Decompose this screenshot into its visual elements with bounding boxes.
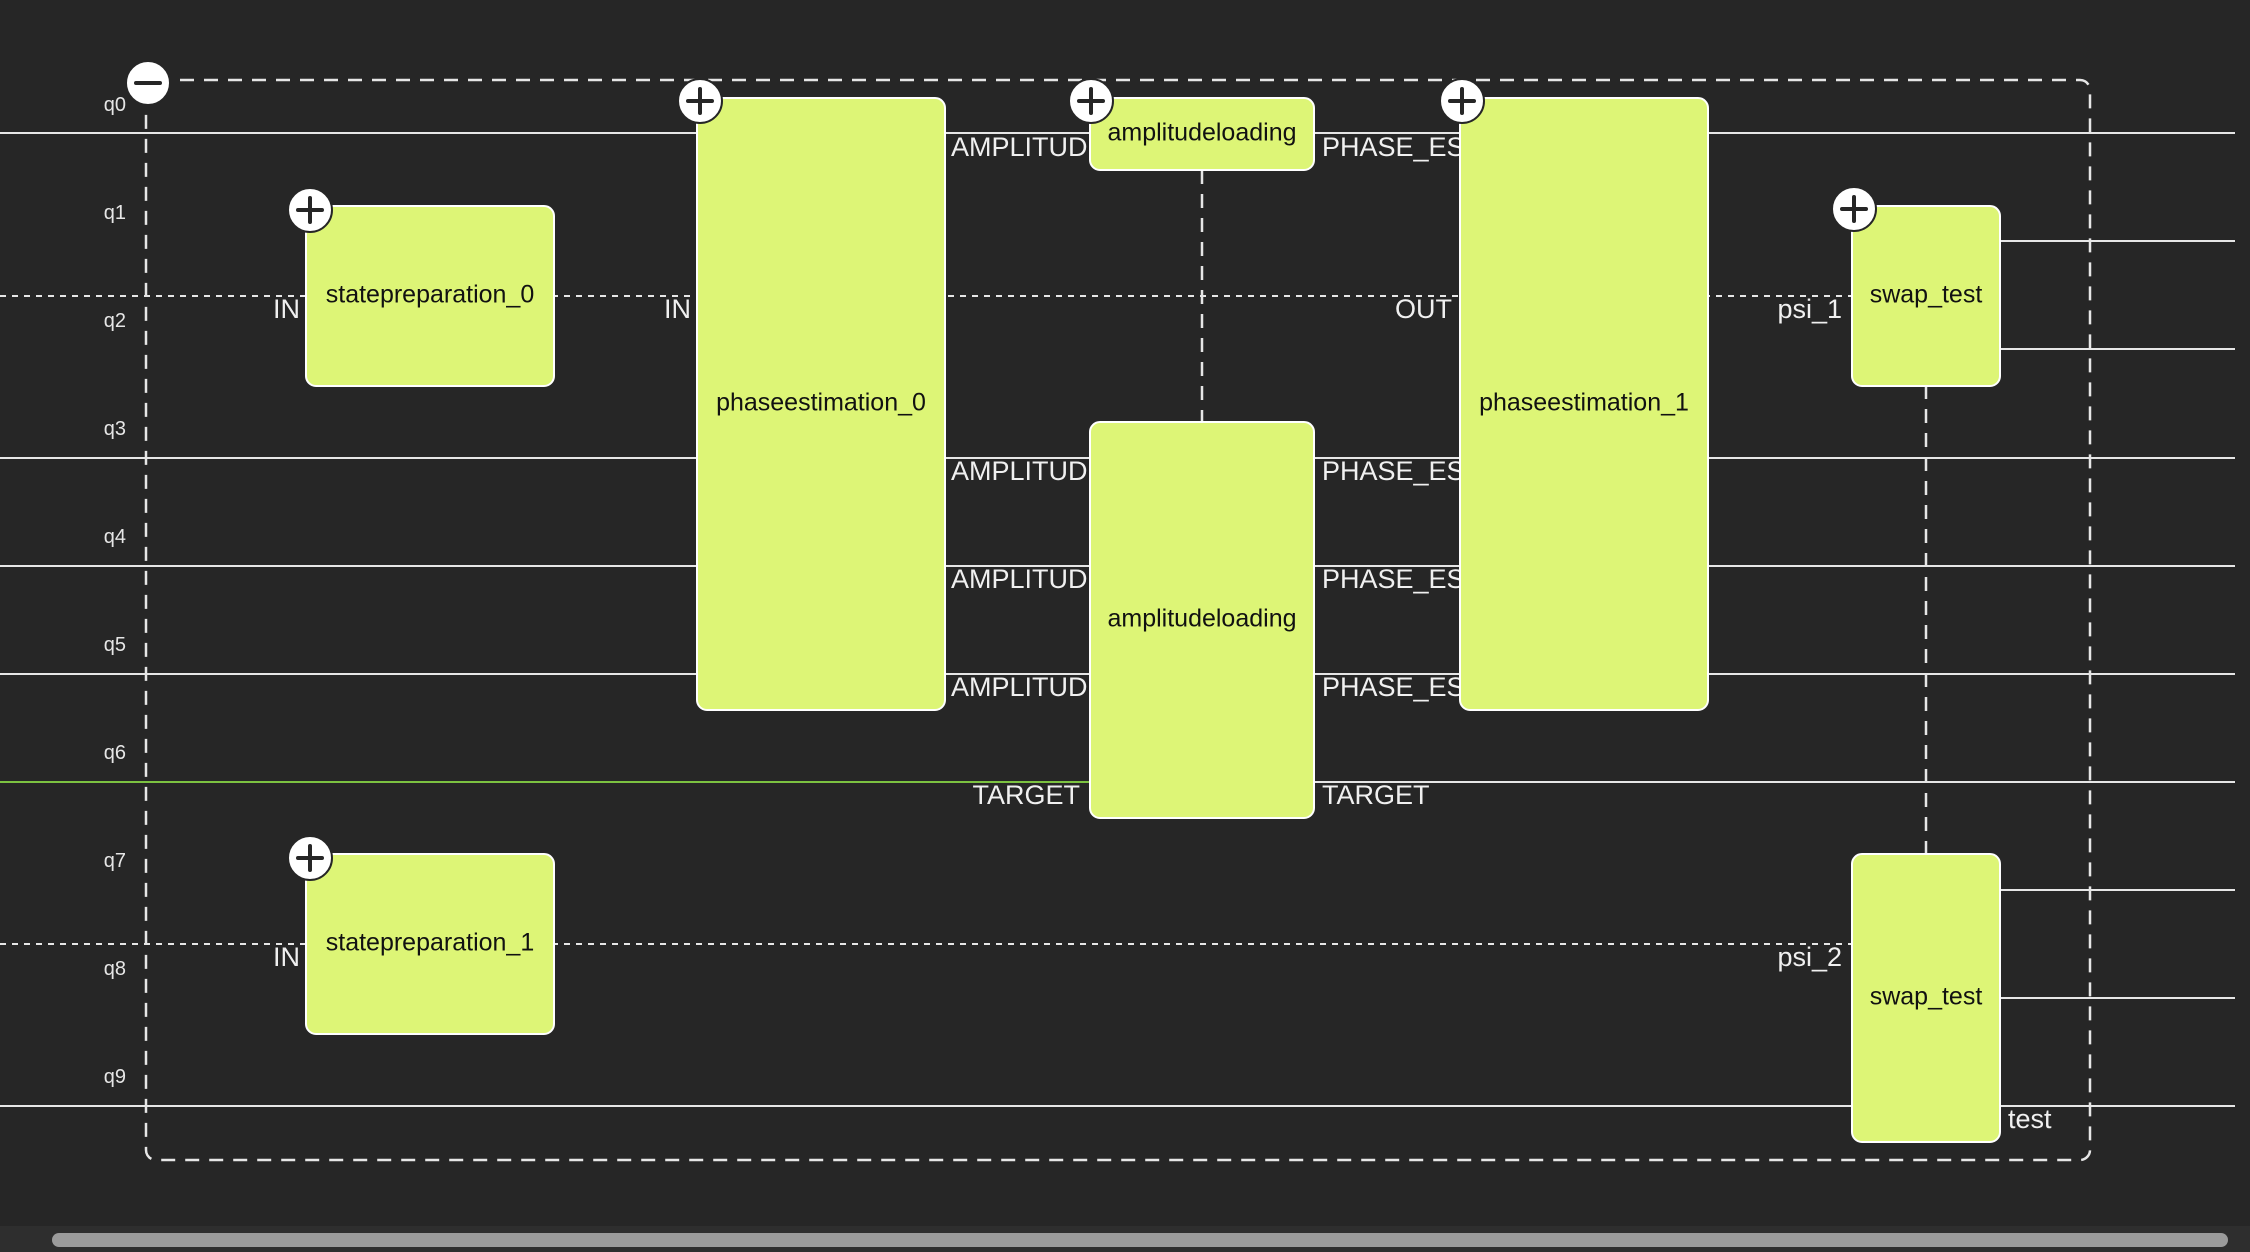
- gate-amplitudeloading-top[interactable]: amplitudeloading: [1089, 97, 1315, 171]
- group-frame: [144, 78, 2092, 1162]
- port-label-sp0-in: IN: [273, 294, 300, 324]
- qubit-labels: q0 q1 q2 q3 q4 q5 q6 q7 q8 q9: [104, 94, 126, 1088]
- qubit-label-q8: q8: [104, 958, 126, 980]
- collapse-group-button[interactable]: [125, 60, 171, 106]
- port-label-amplitude-1: AMPLITUDE: [951, 456, 1106, 486]
- horizontal-scrollbar[interactable]: [0, 1226, 2250, 1252]
- port-label-psi-2: psi_2: [1777, 942, 1842, 972]
- port-label-pe0-in: IN: [664, 294, 691, 324]
- port-label-phase-est-2: PHASE_EST: [1322, 564, 1481, 594]
- qubit-label-q5: q5: [104, 634, 126, 656]
- port-label-test: test: [2008, 1104, 2052, 1134]
- qubit-label-q6: q6: [104, 742, 126, 764]
- gate-swap-test-top[interactable]: swap_test: [1851, 205, 2001, 387]
- qubit-label-q4: q4: [104, 526, 126, 548]
- expand-phaseestimation-1-button[interactable]: [1439, 78, 1485, 124]
- port-label-target-in: TARGET: [973, 780, 1081, 810]
- port-label-phase-est-0: PHASE_EST: [1322, 132, 1481, 162]
- port-labels: IN IN IN AMPLITUDE AMPLITUDE AMPLITUDE A…: [273, 132, 2052, 1134]
- port-label-pe1-out: OUT: [1395, 294, 1452, 324]
- port-label-amplitude-0: AMPLITUDE: [951, 132, 1106, 162]
- port-label-phase-est-1: PHASE_EST: [1322, 456, 1481, 486]
- gate-statepreparation-0[interactable]: statepreparation_0: [305, 205, 555, 387]
- gate-phaseestimation-0[interactable]: phaseestimation_0: [696, 97, 946, 711]
- expand-swap-test-button[interactable]: [1831, 186, 1877, 232]
- gate-amplitudeloading-main[interactable]: amplitudeloading: [1089, 421, 1315, 819]
- qubit-label-q9: q9: [104, 1066, 126, 1088]
- gate-label: phaseestimation_1: [1479, 389, 1689, 417]
- gate-swap-test-bottom[interactable]: swap_test: [1851, 853, 2001, 1143]
- qubit-label-q0: q0: [104, 94, 126, 116]
- port-label-amplitude-2: AMPLITUDE: [951, 564, 1106, 594]
- qubit-label-q1: q1: [104, 202, 126, 224]
- scrollbar-thumb[interactable]: [52, 1233, 2228, 1247]
- qubit-label-q7: q7: [104, 850, 126, 872]
- gate-phaseestimation-1[interactable]: phaseestimation_1: [1459, 97, 1709, 711]
- port-label-psi-1: psi_1: [1777, 294, 1842, 324]
- port-label-amplitude-3: AMPLITUDE: [951, 672, 1106, 702]
- port-label-phase-est-3: PHASE_EST: [1322, 672, 1481, 702]
- gate-label: statepreparation_1: [326, 929, 534, 957]
- qubit-label-q2: q2: [104, 310, 126, 332]
- gate-label: statepreparation_0: [326, 281, 534, 309]
- port-label-target-out: TARGET: [1322, 780, 1430, 810]
- gate-statepreparation-1[interactable]: statepreparation_1: [305, 853, 555, 1035]
- expand-amplitudeloading-button[interactable]: [1068, 78, 1114, 124]
- gate-label: phaseestimation_0: [716, 389, 926, 417]
- gate-label: swap_test: [1870, 281, 1983, 309]
- qubit-label-q3: q3: [104, 418, 126, 440]
- expand-phaseestimation-0-button[interactable]: [677, 78, 723, 124]
- port-label-sp1-in: IN: [273, 942, 300, 972]
- gate-label: amplitudeloading: [1107, 119, 1296, 147]
- expand-statepreparation-1-button[interactable]: [287, 835, 333, 881]
- gate-label: swap_test: [1870, 983, 1983, 1011]
- gate-label: amplitudeloading: [1107, 605, 1296, 633]
- expand-statepreparation-0-button[interactable]: [287, 187, 333, 233]
